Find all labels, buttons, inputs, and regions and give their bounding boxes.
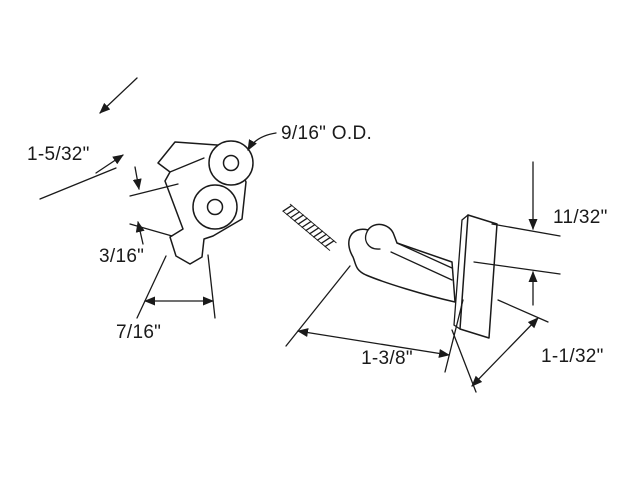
clip-length-label: 1-3/8" [361, 348, 413, 369]
roller-bracket-part [157, 140, 254, 265]
clip-length-dim-line [297, 328, 450, 358]
roller-od-label: 9/16" O.D. [281, 123, 372, 144]
clip-height-label: 11/32" [553, 207, 608, 228]
mounting-plate-thickness [453, 214, 469, 330]
clip-height-extension-bottom [473, 261, 561, 275]
clip-outline [348, 223, 456, 303]
clip-height-extension-top [491, 223, 561, 237]
bottom-roller-hub [206, 198, 224, 216]
clip-curl-line [365, 229, 381, 250]
bracket-height-dim-arrow-top [99, 77, 138, 114]
bracket-height-label: 1-5/32" [27, 144, 90, 165]
foot-offset-arrow-down [132, 166, 142, 190]
bracket-width-extension-left [136, 255, 167, 319]
plate-height-label: 1-1/32" [541, 346, 604, 367]
screw-threads [282, 204, 335, 248]
screw-shaft-edges [283, 203, 337, 251]
foot-offset-extension-bottom [129, 223, 173, 237]
top-roller-hub [222, 154, 240, 172]
screw-part [282, 203, 337, 251]
clip-ridge-lines [390, 242, 453, 281]
mounting-plate [459, 214, 498, 339]
dimension-annotations: 9/16" O.D. 1-5/32" 3/16" 7/16" 11/32" [27, 77, 608, 393]
bracket-width-label: 7/16" [116, 322, 161, 343]
plate-height-dim-line [471, 317, 539, 387]
plate-height-extension-top [497, 299, 549, 323]
foot-offset-arrow-up [135, 221, 145, 245]
roller-od-leader-arrow [247, 132, 277, 151]
plate-height-extension-bottom [451, 329, 477, 393]
clip-part [348, 214, 498, 339]
bracket-width-extension-right [207, 254, 216, 319]
bracket-fold-line [169, 157, 205, 173]
bracket-height-dim-arrow-bottom [95, 154, 124, 174]
foot-offset-extension-top [129, 183, 179, 197]
clip-length-extension-left [285, 265, 351, 347]
foot-offset-label: 3/16" [99, 246, 144, 267]
bracket-height-extension-line [39, 167, 117, 200]
